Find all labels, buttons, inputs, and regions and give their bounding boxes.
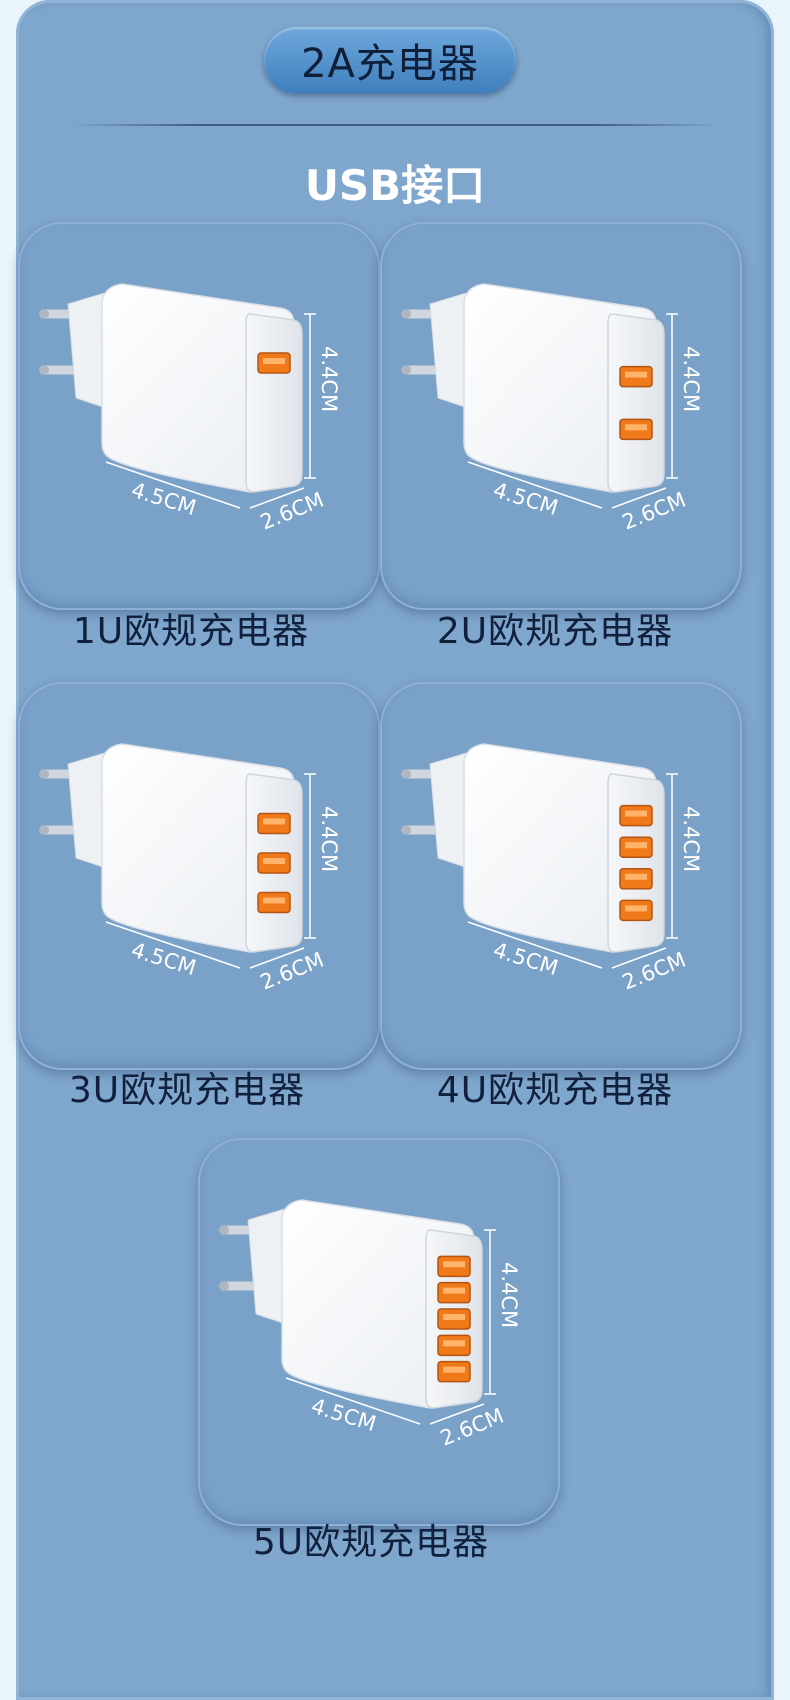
usb-port-icon [437, 1308, 471, 1330]
width-dimension-label: 4.5CM [491, 478, 561, 520]
usb-port-icon [619, 418, 653, 441]
width-dimension-line [105, 921, 241, 969]
usb-port-icon [619, 804, 653, 827]
height-dimension-label: 4.4CM [679, 346, 703, 412]
product-card-1u: 4.4CM 4.5CM 2.6CM [18, 222, 380, 610]
charger-face [607, 773, 665, 953]
title-badge-text: 2A充电器 [301, 41, 479, 87]
charger-2u-image: 4.4CM 4.5CM 2.6CM [401, 283, 703, 535]
charger-face [607, 313, 665, 493]
height-dimension-label: 4.4CM [679, 806, 703, 872]
usb-port-icon [437, 1281, 471, 1304]
product-card-2u: 4.4CM 4.5CM 2.6CM [380, 222, 742, 610]
width-dimension-line [105, 461, 241, 509]
depth-dimension-label: 2.6CM [257, 948, 327, 995]
depth-dimension-line [249, 947, 305, 969]
height-dimension-label: 4.4CM [317, 806, 341, 872]
usb-port-icon [619, 868, 653, 890]
depth-dimension-line [611, 487, 667, 509]
product-label-3u: 3U欧规充电器 [68, 1070, 306, 1111]
width-dimension-line [467, 461, 603, 509]
width-dimension-line [467, 921, 603, 969]
charger-5u-image: 4.4CM 4.5CM 2.6CM [219, 1199, 521, 1451]
usb-port-icon [257, 891, 291, 914]
product-card-4u: 4.4CM 4.5CM 2.6CM [380, 682, 742, 1070]
usb-port-icon [619, 365, 653, 388]
width-dimension-label: 4.5CM [129, 938, 199, 980]
title-badge: 2A充电器 [264, 27, 516, 93]
depth-dimension-line [429, 1403, 485, 1425]
usb-port-icon [619, 899, 653, 922]
product-label-4u: 4U欧规充电器 [436, 1070, 674, 1111]
section-subtitle: USB接口 [304, 161, 486, 210]
depth-dimension-line [611, 947, 667, 969]
width-dimension-label: 4.5CM [309, 1394, 379, 1436]
usb-port-icon [437, 1360, 471, 1383]
depth-dimension-label: 2.6CM [437, 1404, 507, 1451]
divider [70, 124, 720, 126]
product-card-5u: 4.4CM 4.5CM 2.6CM [198, 1138, 560, 1526]
usb-port-icon [619, 836, 653, 858]
width-dimension-label: 4.5CM [129, 478, 199, 520]
depth-dimension-label: 2.6CM [257, 488, 327, 535]
product-label-1u: 1U欧规充电器 [72, 611, 310, 652]
depth-dimension-label: 2.6CM [619, 488, 689, 535]
depth-dimension-label: 2.6CM [619, 948, 689, 995]
product-label-5u: 5U欧规充电器 [252, 1522, 490, 1563]
product-card-3u: 4.4CM 4.5CM 2.6CM [18, 682, 380, 1070]
usb-port-icon [437, 1255, 471, 1278]
width-dimension-line [285, 1377, 421, 1425]
usb-port-icon [257, 812, 291, 835]
usb-port-icon [257, 852, 291, 874]
height-dimension-label: 4.4CM [317, 346, 341, 412]
width-dimension-label: 4.5CM [491, 938, 561, 980]
charger-1u-image: 4.4CM 4.5CM 2.6CM [39, 283, 341, 535]
usb-port-icon [257, 352, 291, 374]
depth-dimension-line [249, 487, 305, 509]
charger-4u-image: 4.4CM 4.5CM 2.6CM [401, 743, 703, 995]
height-dimension-label: 4.4CM [497, 1262, 521, 1328]
charger-3u-image: 4.4CM 4.5CM 2.6CM [39, 743, 341, 995]
product-label-2u: 2U欧规充电器 [436, 611, 674, 652]
usb-port-icon [437, 1334, 471, 1357]
charger-face [245, 313, 303, 493]
